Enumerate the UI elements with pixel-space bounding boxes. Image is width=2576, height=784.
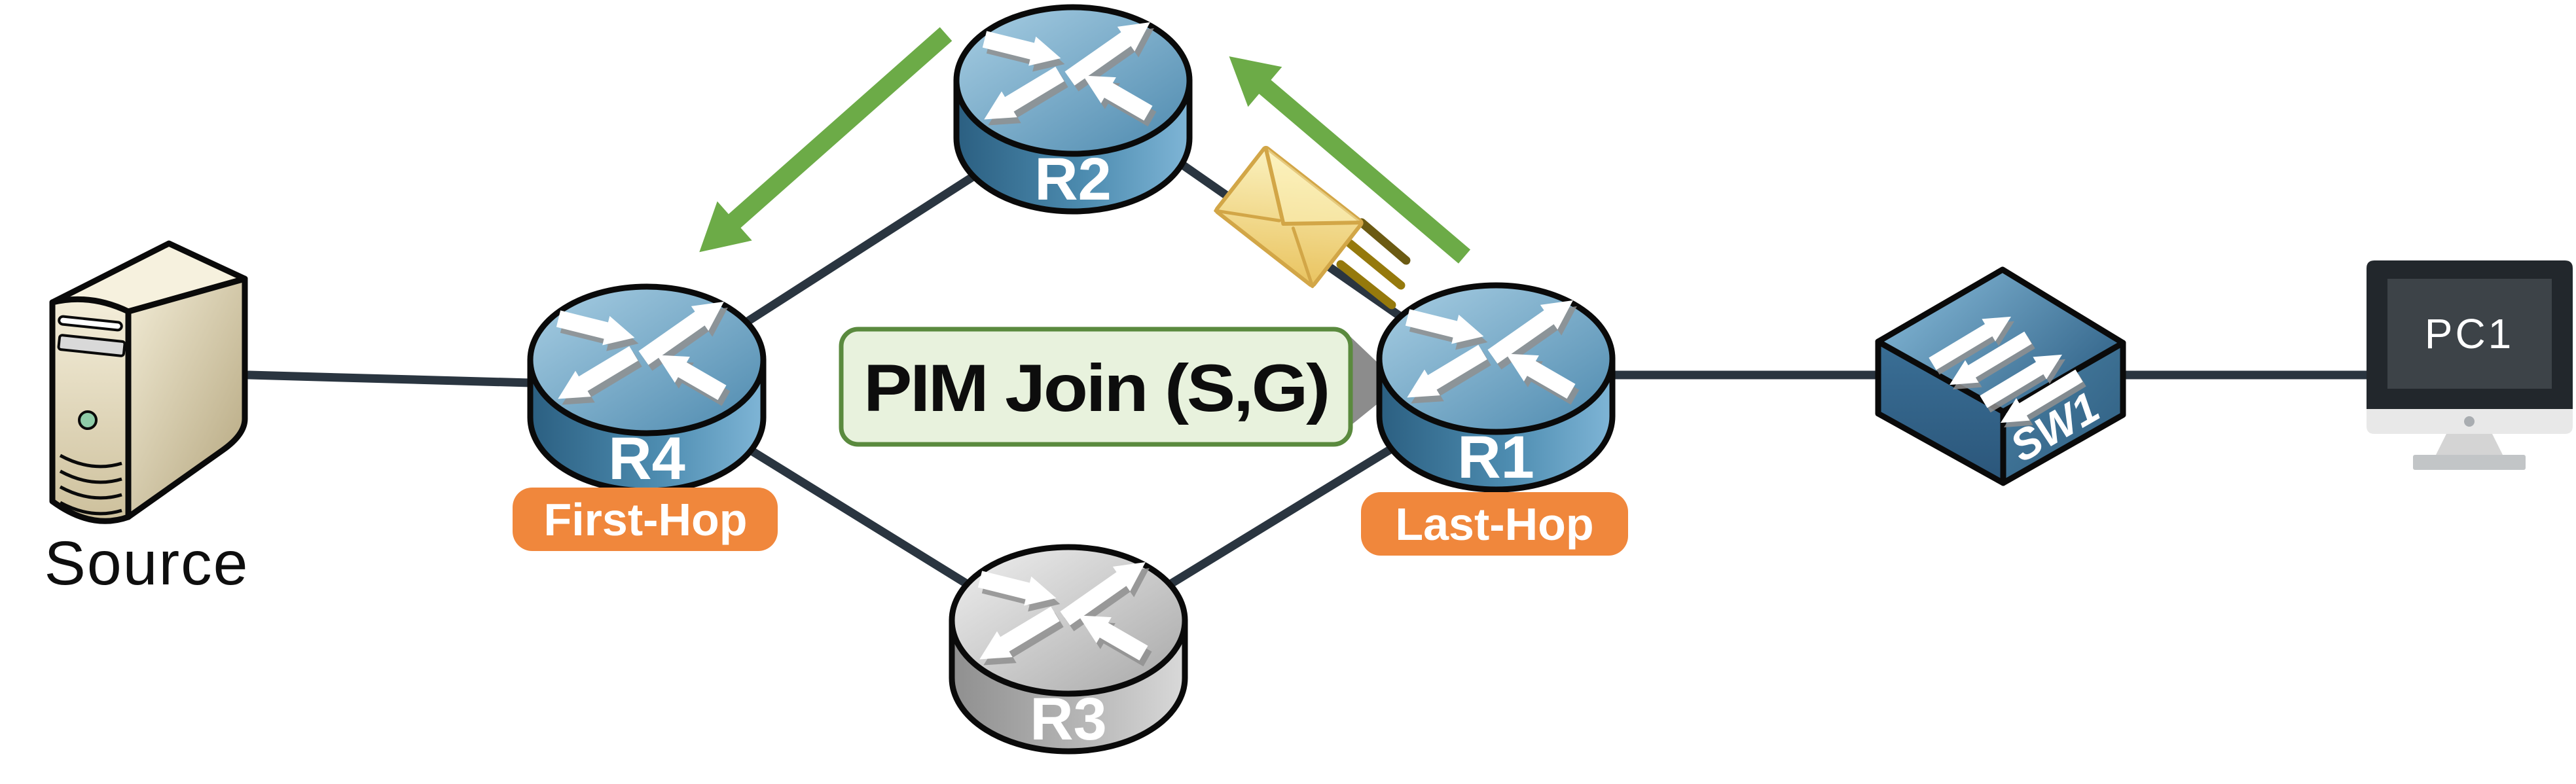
flow-arrow-r2-to-r4 xyxy=(699,27,952,253)
callout-pointer xyxy=(1346,332,1401,429)
badge-first-hop: First-Hop xyxy=(513,488,778,551)
badge-label: First-Hop xyxy=(543,494,747,545)
router-label: R1 xyxy=(1457,424,1534,491)
router-r3: R3 xyxy=(949,544,1188,755)
router-icon xyxy=(527,283,767,494)
pim-join-note: PIM Join (S,G) xyxy=(839,327,1353,447)
router-label: R4 xyxy=(608,425,685,492)
pc-label: PC1 xyxy=(2425,310,2514,357)
flow-arrow-r1-to-r2 xyxy=(1229,56,1471,264)
power-button xyxy=(2464,416,2475,427)
router-label: R3 xyxy=(1030,686,1107,753)
speed-lines xyxy=(1336,218,1411,310)
router-r4: R4 xyxy=(527,283,767,494)
source-label: Source xyxy=(44,529,249,598)
pc-pc1: PC1 xyxy=(2367,260,2573,470)
router-r1: R1 xyxy=(1376,282,1616,493)
router-icon xyxy=(949,544,1188,755)
router-r2: R2 xyxy=(953,4,1193,215)
router-icon xyxy=(1376,282,1616,493)
badge-last-hop: Last-Hop xyxy=(1361,492,1628,556)
pim-join-label: PIM Join (S,G) xyxy=(863,351,1328,425)
server-icon xyxy=(49,240,248,524)
badge-label: Last-Hop xyxy=(1395,499,1593,550)
monitor-icon xyxy=(2367,260,2573,470)
server-source: Source xyxy=(44,240,249,598)
envelope-icon xyxy=(1214,145,1364,289)
router-icon xyxy=(953,4,1193,215)
server-led xyxy=(78,410,98,430)
switch-sw1: SW1 xyxy=(1875,266,2126,486)
router-label: R2 xyxy=(1034,146,1112,213)
switch-icon xyxy=(1875,266,2126,486)
